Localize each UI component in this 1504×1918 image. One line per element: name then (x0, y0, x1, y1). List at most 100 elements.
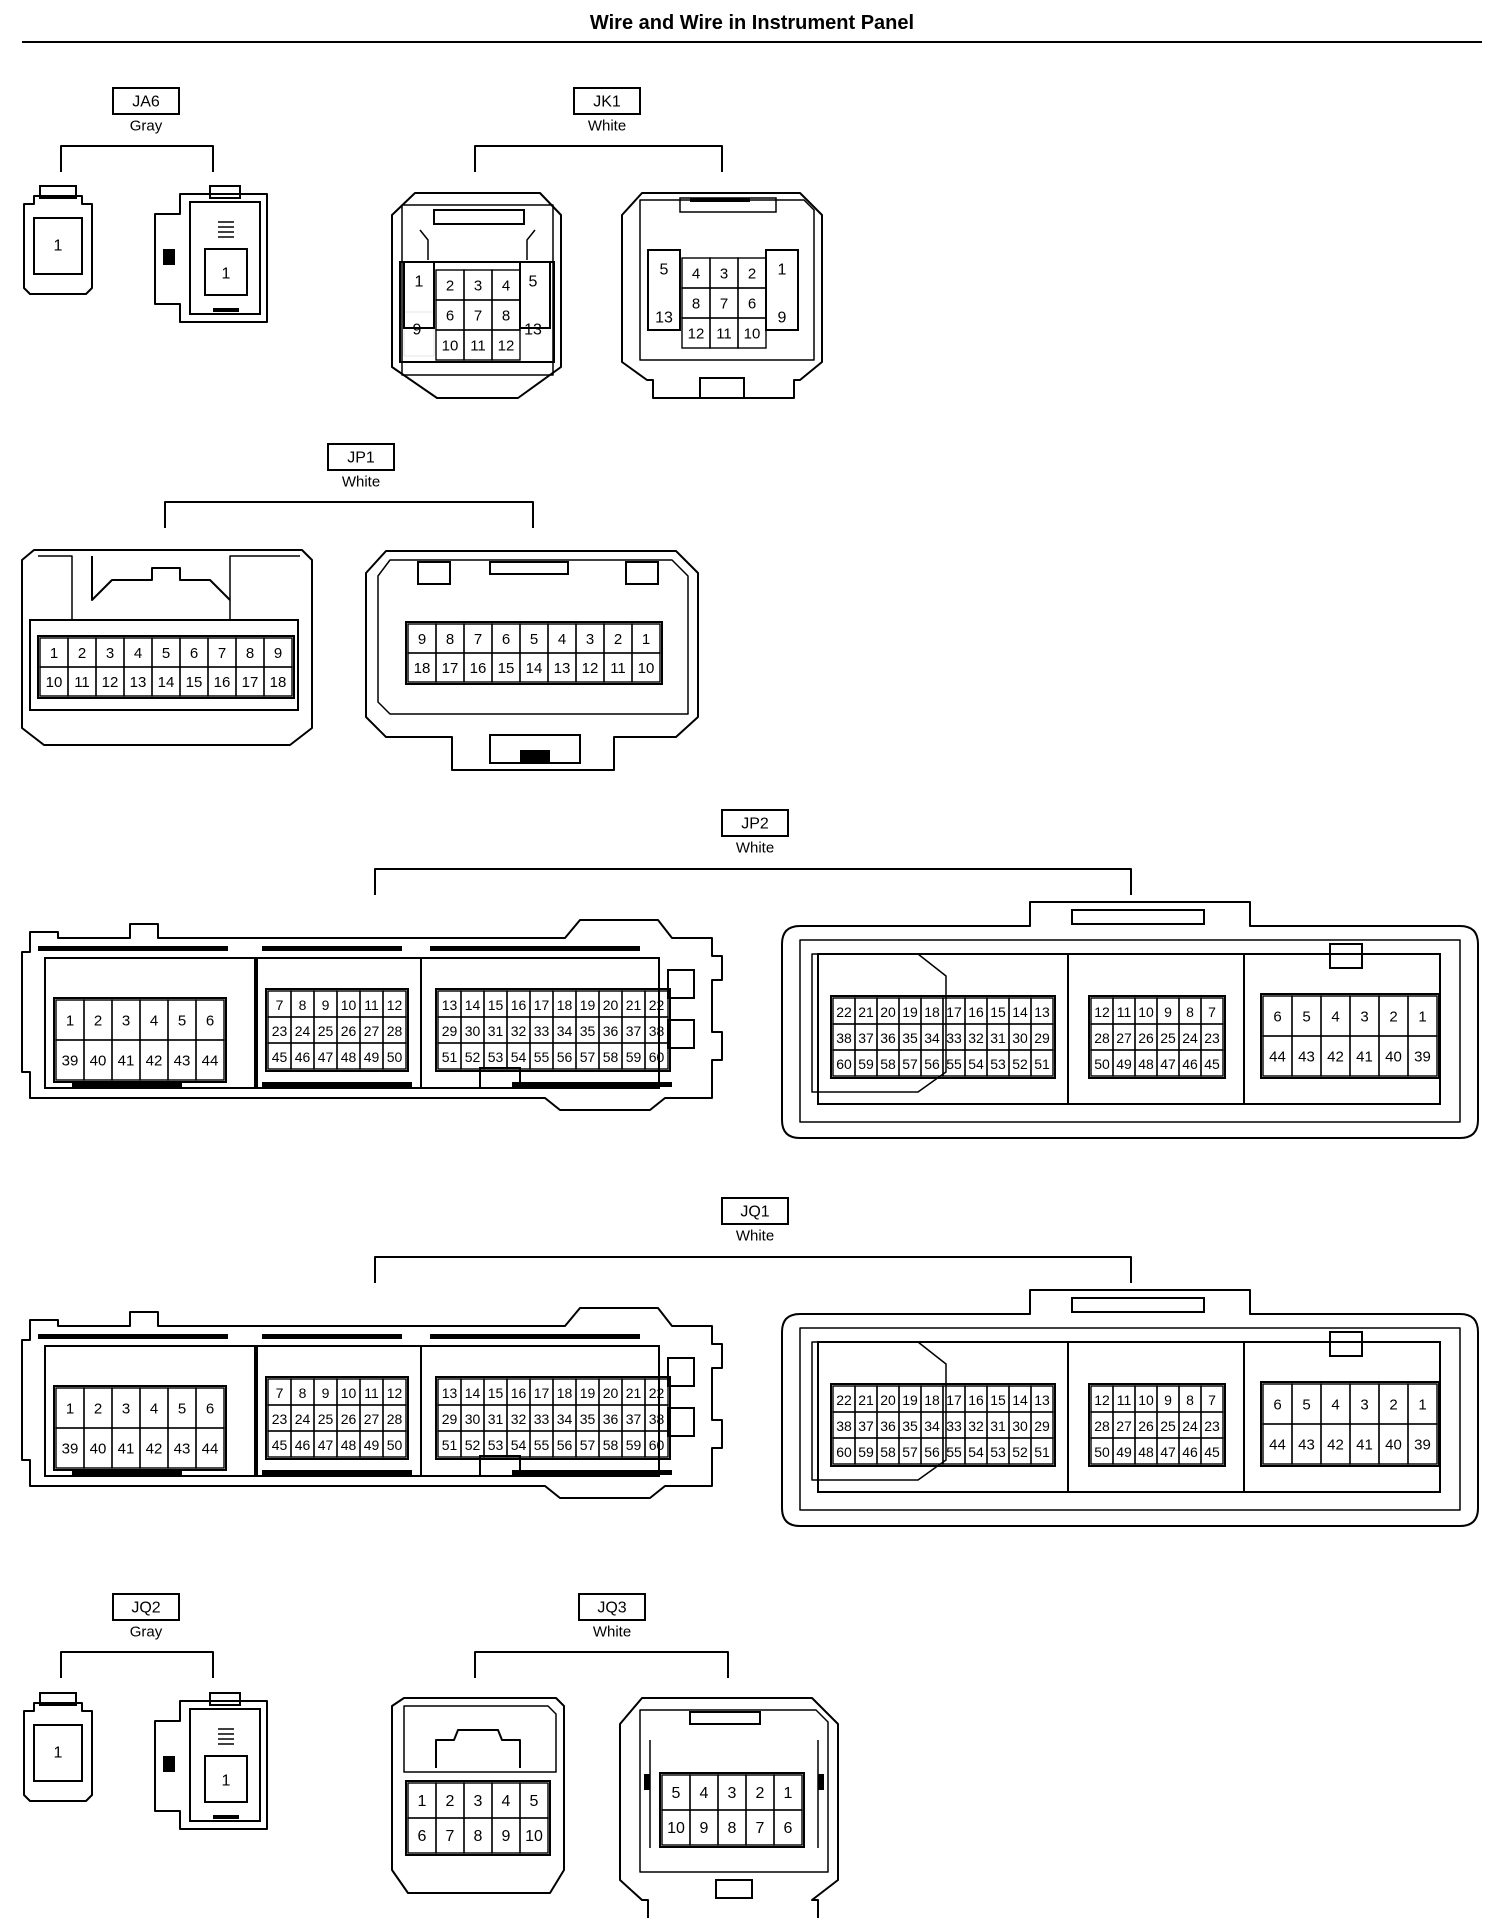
guide (419, 229, 536, 260)
pin-number: 9 (322, 997, 330, 1013)
pin-number: 5 (672, 1785, 681, 1802)
pin-number: 17 (242, 674, 259, 691)
housing-window (29, 619, 299, 711)
pin-number: 17 (534, 1385, 550, 1401)
pin-cell (631, 652, 661, 683)
connector-color: White (342, 474, 380, 491)
pin-number: 6 (418, 1828, 427, 1845)
pin-number: 43 (174, 1053, 191, 1070)
pin-number: 38 (836, 1418, 852, 1434)
pin-number: 7 (474, 308, 482, 325)
connector-code-box (578, 1593, 646, 1621)
pin-number: 17 (534, 997, 550, 1013)
pin-number: 51 (442, 1437, 458, 1453)
connector-single-female: 1 (23, 185, 93, 295)
lock-key (520, 750, 550, 762)
pin-cell (1407, 1423, 1438, 1465)
rib (262, 1470, 412, 1475)
pin-number: 1 (778, 262, 787, 279)
pin-number: 1 (66, 1401, 74, 1418)
pin-number: 31 (990, 1418, 1006, 1434)
pin-grid-frame (1088, 995, 1226, 1079)
pin-number: 1 (642, 631, 650, 648)
pin-number: 15 (990, 1392, 1006, 1408)
rib (38, 946, 228, 951)
shell-outline (21, 919, 723, 1111)
pin-number: 2 (748, 266, 756, 283)
pin-number: 42 (1327, 1049, 1344, 1066)
pin-number: 9 (700, 1820, 709, 1837)
pin-number: 55 (534, 1437, 550, 1453)
key (213, 308, 239, 312)
latch (689, 1711, 761, 1725)
pin-number: 16 (511, 997, 527, 1013)
shell-outline (621, 192, 823, 399)
pin-number: 31 (488, 1023, 504, 1039)
pin-number: 13 (554, 660, 571, 677)
pin-number: 2 (446, 1793, 455, 1810)
pin-number: 31 (990, 1030, 1006, 1046)
pin-number: 41 (118, 1053, 135, 1070)
pin-number: 1 (66, 1013, 74, 1030)
pin-number: 50 (1094, 1056, 1110, 1072)
pin-cell (491, 329, 521, 361)
pin-number: 34 (924, 1030, 940, 1046)
pin-number: 42 (146, 1053, 163, 1070)
pin-number: 16 (511, 1385, 527, 1401)
latch (1071, 909, 1205, 925)
pin-cell (1407, 1035, 1438, 1077)
pin-number: 60 (649, 1049, 665, 1065)
pin-number: 7 (1208, 1392, 1216, 1408)
pin-number: 1 (1418, 1397, 1426, 1414)
pin-number: 48 (341, 1437, 357, 1453)
pin-number: 58 (880, 1056, 896, 1072)
pin-number: 49 (1116, 1444, 1132, 1460)
pin-number: 8 (1186, 1004, 1194, 1020)
pin-number: 39 (1414, 1049, 1431, 1066)
pin-number: 29 (1034, 1030, 1050, 1046)
connector-single-male: 1 (154, 185, 268, 323)
pin-number: 49 (1116, 1056, 1132, 1072)
pin-number: 17 (946, 1392, 962, 1408)
pin-number: 4 (150, 1013, 158, 1030)
pin-number: 4 (692, 266, 700, 283)
pin-number: 17 (442, 660, 459, 677)
bracket (164, 501, 534, 528)
pin-number: 4 (558, 631, 566, 648)
pin-number: 50 (1094, 1444, 1110, 1460)
pin-number: 3 (720, 266, 728, 283)
pin-cell (519, 1817, 549, 1854)
pin-number: 58 (603, 1437, 619, 1453)
pin-number: 33 (946, 1418, 962, 1434)
pin-number: 46 (295, 1049, 311, 1065)
pin-number: 20 (880, 1392, 896, 1408)
pin-number: 54 (511, 1049, 527, 1065)
pin-number: 12 (688, 326, 705, 343)
pin-number: 11 (74, 674, 90, 691)
pin-cell (519, 261, 551, 329)
pin-number: 2 (94, 1401, 102, 1418)
pin-grid-frame (1260, 1381, 1440, 1467)
pin-number: 46 (295, 1437, 311, 1453)
pin-number: 8 (692, 296, 700, 313)
pin-number: 15 (488, 1385, 504, 1401)
pin-number: 57 (902, 1444, 918, 1460)
rib (262, 946, 402, 951)
pin-number: 34 (557, 1411, 573, 1427)
pin-number: 59 (626, 1437, 642, 1453)
pin-number: 39 (62, 1053, 79, 1070)
pin-number: 7 (276, 1385, 284, 1401)
rib (72, 1082, 182, 1087)
pin-number: 28 (1094, 1418, 1110, 1434)
pin-number: 57 (580, 1437, 596, 1453)
pin-number: 31 (488, 1411, 504, 1427)
